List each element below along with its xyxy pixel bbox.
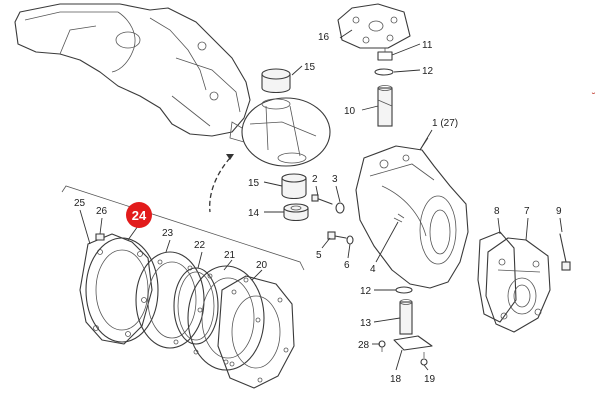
part-25-outer-gasket (79, 233, 153, 345)
label-part-1: 1 (27) (432, 118, 458, 129)
edge-mark: ˘ (591, 92, 596, 103)
label-part-20: 20 (256, 260, 268, 271)
part-number-labels: 16 11 12 10 1 (27) 15 15 14 2 3 5 6 4 8 … (74, 32, 562, 385)
label-part-4: 4 (370, 264, 376, 275)
part-10-pin (377, 85, 393, 127)
highlight-callout-24[interactable]: 24 (126, 202, 152, 228)
assembly-arrow (209, 157, 231, 213)
part-21-gasket (187, 265, 265, 371)
label-part-6: 6 (344, 260, 350, 271)
label-part-2: 2 (312, 174, 318, 185)
spherical-knuckle (229, 97, 331, 167)
label-part-12-lower: 12 (360, 286, 372, 297)
part-14-washer (283, 203, 309, 222)
assembly-arrowhead (226, 154, 234, 160)
part-18-plate (393, 335, 433, 351)
part-16-gasket (337, 3, 411, 49)
callout-number: 24 (132, 208, 147, 223)
part-13-pin (399, 299, 413, 335)
label-part-8: 8 (494, 206, 500, 217)
label-part-12-upper: 12 (422, 66, 434, 77)
label-part-21: 21 (224, 250, 236, 261)
label-part-9: 9 (556, 206, 562, 217)
part-6-washer (346, 235, 354, 245)
axle-housing (14, 3, 251, 137)
part-1-hub-housing (355, 137, 469, 289)
part-20-cover-plate (217, 275, 295, 389)
part-9-bolt (559, 233, 571, 271)
label-part-5: 5 (316, 250, 322, 261)
part-2-bolt (311, 194, 333, 205)
part-28-fitting (378, 340, 386, 352)
part-15-upper (261, 65, 303, 94)
part-15-lower (281, 173, 307, 200)
label-part-28: 28 (358, 340, 370, 351)
part-24-gasket (85, 237, 159, 343)
label-part-19: 19 (424, 374, 436, 385)
part-22-oring (173, 267, 219, 345)
label-part-3: 3 (332, 174, 338, 185)
label-part-14: 14 (248, 208, 260, 219)
part-3-washer (335, 202, 345, 214)
label-part-13: 13 (360, 318, 372, 329)
label-part-16: 16 (318, 32, 330, 43)
part-12-oring-lower (395, 286, 413, 294)
part-5-bolt (327, 231, 347, 240)
part-8-gasket (477, 231, 517, 323)
part-26-screw (95, 233, 105, 241)
callout-badge[interactable] (126, 202, 152, 228)
label-part-7: 7 (524, 206, 530, 217)
label-part-10: 10 (344, 106, 356, 117)
part-23-ring (135, 251, 205, 349)
label-part-15-lower: 15 (248, 178, 260, 189)
leader-lines (79, 29, 563, 371)
label-part-25: 25 (74, 198, 86, 209)
part-12-oring-upper (374, 68, 394, 76)
label-part-26: 26 (96, 206, 108, 217)
gasket-group-bracket (61, 185, 305, 271)
part-19-screw (420, 352, 428, 366)
label-part-11: 11 (422, 40, 433, 51)
part-11-fitting (377, 48, 393, 61)
label-part-15-upper: 15 (304, 62, 316, 73)
label-part-22: 22 (194, 240, 206, 251)
part-7-cover (485, 237, 551, 333)
label-part-18: 18 (390, 374, 402, 385)
label-part-23: 23 (162, 228, 174, 239)
